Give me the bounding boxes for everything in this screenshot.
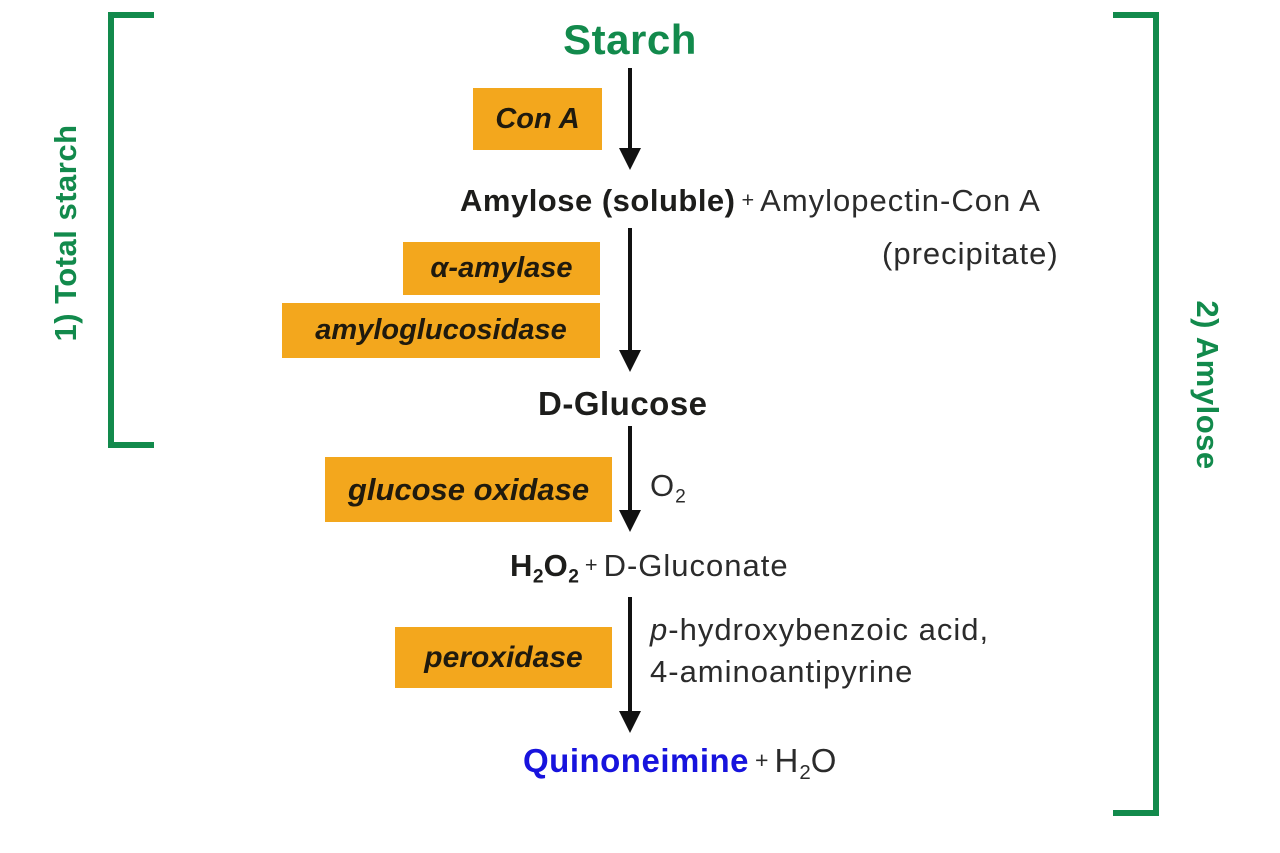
h2o-h: H xyxy=(774,742,800,779)
arrow-head-icon xyxy=(619,510,641,532)
o2-subscript: 2 xyxy=(675,486,686,508)
product-row-quinoneimine: Quinoneimine+H2O xyxy=(523,742,838,783)
enzyme-box-peroxidase: peroxidase xyxy=(395,627,612,688)
arrow-shaft xyxy=(628,597,632,711)
arrow-shaft xyxy=(628,426,632,510)
enzyme-box-glucose-oxidase: glucose oxidase xyxy=(325,457,612,522)
plus-sign: + xyxy=(584,552,598,578)
h2o2-o: O xyxy=(543,548,569,583)
right-bracket xyxy=(1113,12,1159,816)
o2-base: O xyxy=(650,468,676,503)
quinoneimine-label: Quinoneimine xyxy=(523,742,750,779)
reaction-arrow-3 xyxy=(619,426,641,532)
arrow-head-icon xyxy=(619,350,641,372)
arrow-head-icon xyxy=(619,148,641,170)
d-glucose-label: D-Glucose xyxy=(538,385,708,422)
title-starch: Starch xyxy=(563,16,697,63)
h2o-formula: H2O xyxy=(774,742,838,783)
reaction-arrow-1 xyxy=(619,68,641,170)
plus-sign: + xyxy=(741,187,755,213)
reagent-line-1: p-hydroxybenzoic acid, xyxy=(650,612,989,648)
h2o-subscript: 2 xyxy=(799,761,811,785)
precipitate-note: (precipitate) xyxy=(882,236,1059,271)
p-italic-prefix: p xyxy=(650,612,669,647)
enzyme-box-alpha-amylase: α-amylase xyxy=(403,242,600,295)
plus-sign: + xyxy=(755,746,769,773)
reagent-line-2: 4-aminoantipyrine xyxy=(650,654,914,689)
amylose-soluble-label: Amylose (soluble) xyxy=(460,183,736,218)
h2o-o: O xyxy=(810,742,838,779)
oxygen-formula: O2 xyxy=(650,468,686,507)
hydroxybenzoic-acid-label: -hydroxybenzoic acid, xyxy=(668,612,990,647)
amylopectin-con-a-label: Amylopectin-Con A xyxy=(760,183,1041,218)
reaction-arrow-4 xyxy=(619,597,641,733)
reaction-arrow-2 xyxy=(619,228,641,372)
left-bracket xyxy=(108,12,154,448)
arrow-shaft xyxy=(628,228,632,350)
arrow-head-icon xyxy=(619,711,641,733)
enzyme-box-con-a: Con A xyxy=(473,88,602,150)
arrow-shaft xyxy=(628,68,632,148)
h2o2-h: H xyxy=(510,548,533,583)
d-gluconate-label: D-Gluconate xyxy=(603,548,789,583)
enzyme-box-amyloglucosidase: amyloglucosidase xyxy=(282,303,600,358)
h2o2-sub2: 2 xyxy=(568,566,579,588)
left-bracket-label: 1) Total starch xyxy=(48,124,83,342)
h2o2-sub1: 2 xyxy=(532,566,544,588)
product-row-amylose: Amylose (soluble)+Amylopectin-Con A xyxy=(460,183,1041,219)
right-bracket-label: 2) Amylose xyxy=(1190,300,1225,470)
h2o2-formula: H2O2 xyxy=(510,548,579,587)
product-row-h2o2: H2O2+D-Gluconate xyxy=(510,548,789,587)
